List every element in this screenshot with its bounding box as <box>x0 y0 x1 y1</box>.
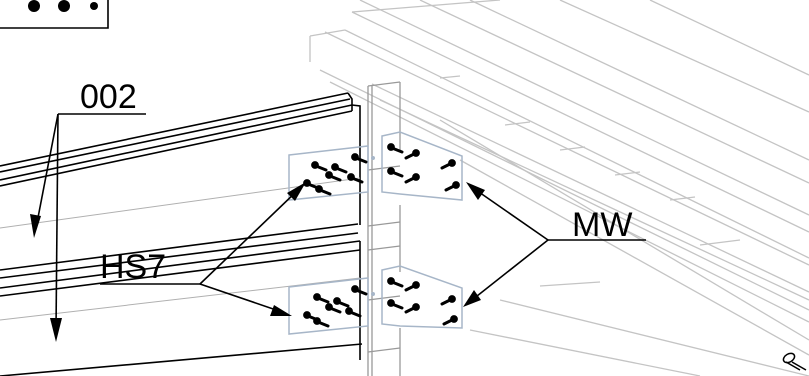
title-box <box>0 0 109 29</box>
leader-hs7 <box>100 189 299 313</box>
corner-post <box>367 81 401 376</box>
upper-bracket <box>288 131 463 201</box>
leader-mw <box>471 189 646 301</box>
board-002-edges <box>0 177 361 321</box>
label-mw: MW <box>572 206 632 244</box>
lower-bracket-screws <box>303 277 458 328</box>
leader-002 <box>35 113 146 331</box>
upper-bracket-hole <box>371 156 375 160</box>
leader-mw-arrowheads <box>463 182 485 307</box>
lower-bracket-hole <box>371 292 375 296</box>
screw-icon <box>782 352 807 371</box>
label-002: 002 <box>80 78 137 116</box>
title-box-dots <box>28 0 98 12</box>
background-timber <box>309 0 809 376</box>
upper-bracket-screws <box>303 143 460 196</box>
lower-bracket <box>288 265 463 335</box>
label-hs7: HS7 <box>100 248 166 286</box>
leader-002-arrowheads <box>30 214 62 342</box>
leader-hs7-arrowheads <box>270 182 306 316</box>
